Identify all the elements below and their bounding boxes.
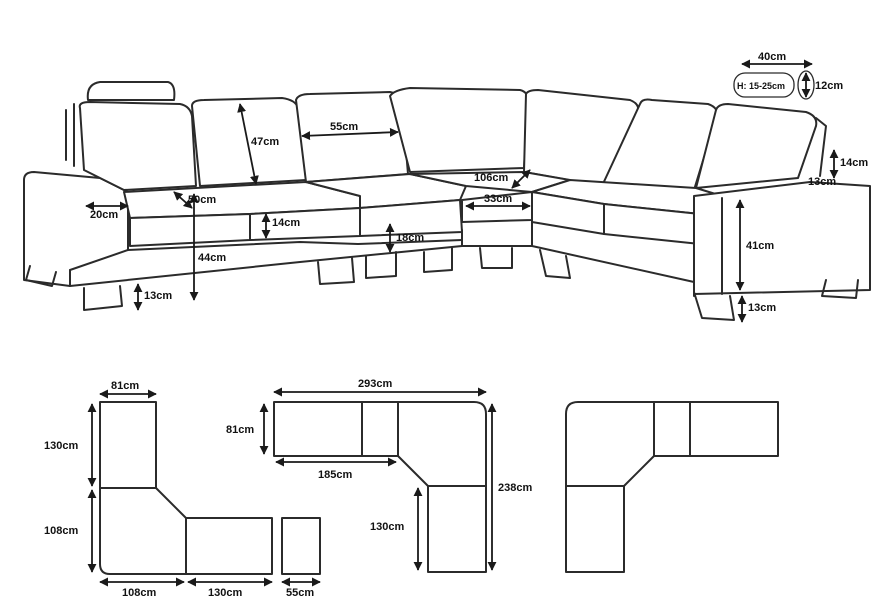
plan-left-ottoman-label: 55cm (286, 587, 314, 599)
headrest-thickness-label: 12cm (815, 80, 843, 92)
seat-depth-label: 50cm (188, 194, 216, 206)
plan-middle (259, 387, 497, 573)
plan-left-bottom-corner-label: 108cm (122, 587, 156, 599)
back-frame-left (65, 103, 75, 167)
back-frame-right (815, 117, 827, 177)
back-height-label: 47cm (251, 136, 279, 148)
back-cushion-6 (695, 103, 818, 189)
plan-left-ottoman (281, 517, 321, 575)
armrest-width-label: 20cm (90, 209, 118, 221)
arm-lip-label: 13cm (808, 176, 836, 188)
seat-front-1 (129, 213, 251, 247)
sofa-illustration (23, 81, 871, 321)
arm-height-label: 41cm (746, 240, 774, 252)
arm-top-label: 14cm (840, 157, 868, 169)
corner-seat-width-label: 33cm (484, 193, 512, 205)
leg-height-right-label: 13cm (748, 302, 776, 314)
plan-left-height-upper-label: 130cm (44, 440, 78, 452)
plan-left-width-top-label: 81cm (111, 380, 139, 392)
plan-middle-left-section-label: 185cm (318, 469, 352, 481)
plan-left-height-lower-label: 108cm (44, 525, 78, 537)
back-cushion-1 (78, 101, 197, 191)
left-armrest (23, 171, 129, 287)
right-armrest (693, 181, 871, 295)
back-cushion-2 (191, 97, 307, 187)
plan-middle-total-width-label: 293cm (358, 378, 392, 390)
front-rail-left (127, 239, 463, 251)
seat-cushion-thickness-label: 14cm (272, 217, 300, 229)
sofa-dimension-lines (85, 59, 839, 323)
headrest-height-label: H: 15-25cm (737, 81, 785, 91)
leg-height-left-label: 13cm (144, 290, 172, 302)
plan-left (87, 389, 321, 587)
back-cushion-3 (295, 91, 409, 183)
plan-left-bottom-section-label: 130cm (208, 587, 242, 599)
back-cushion-width-label: 55cm (330, 121, 358, 133)
plan-middle-depth-label: 81cm (226, 424, 254, 436)
plan-right-outline (565, 401, 779, 573)
plan-middle-outline (273, 401, 487, 573)
corner-back (389, 87, 529, 173)
headrest-width-label: 40cm (758, 51, 786, 63)
sofa-legs (25, 247, 859, 321)
plan-right (565, 401, 779, 573)
plan-middle-total-height-label: 238cm (498, 482, 532, 494)
seat-height-label: 44cm (198, 252, 226, 264)
corner-depth-label: 106cm (474, 172, 508, 184)
headrest (86, 81, 176, 101)
seat-base-thickness-label: 18cm (396, 232, 424, 244)
plan-middle-vertical-section-label: 130cm (370, 521, 404, 533)
plan-left-outline (99, 401, 273, 575)
